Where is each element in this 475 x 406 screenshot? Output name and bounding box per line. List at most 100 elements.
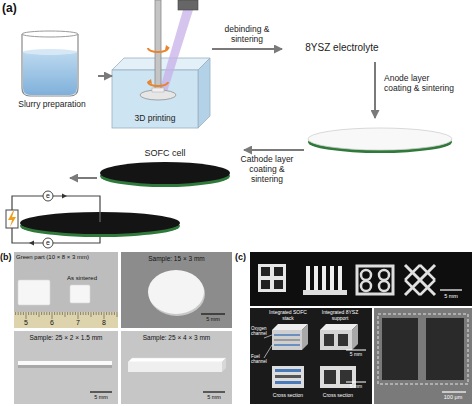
node-text: Fuel channel bbox=[251, 354, 271, 364]
ruler-tick bbox=[75, 312, 76, 315]
electron-mark: e bbox=[43, 192, 53, 200]
photo-panel: Sample: 15 × 3 mm5 mm bbox=[121, 252, 232, 328]
stack-rendering bbox=[346, 382, 366, 383]
printer-illustration bbox=[198, 58, 210, 128]
node-text: 8YSZ electrolyte bbox=[282, 42, 402, 54]
ruler-tick bbox=[85, 312, 86, 315]
node-text: Sample: 25 × 2 × 1.5 mm bbox=[14, 334, 118, 341]
printer-illustration bbox=[165, 45, 170, 50]
ruler-tick bbox=[44, 312, 45, 315]
stack-rendering bbox=[324, 334, 334, 346]
lattice-part bbox=[440, 289, 462, 290]
process-arrow bbox=[374, 62, 376, 118]
photo-background bbox=[14, 331, 118, 404]
node-text: Cross section bbox=[264, 393, 312, 399]
printer-illustration bbox=[112, 0, 210, 128]
ruler-tick bbox=[36, 312, 37, 315]
ruler-tick bbox=[39, 312, 40, 317]
electrolyte-disk bbox=[308, 128, 452, 153]
ruler-tick bbox=[67, 312, 68, 315]
stack-rendering bbox=[324, 370, 336, 384]
ruler-tick bbox=[91, 312, 92, 317]
stack-rendering bbox=[352, 324, 358, 350]
ruler-tick bbox=[28, 312, 29, 315]
node-text: SOFC cell bbox=[135, 148, 195, 158]
printer-illustration bbox=[152, 88, 164, 92]
ruler-tick bbox=[52, 312, 53, 319]
photo-background bbox=[121, 331, 232, 404]
lattice-part bbox=[379, 270, 389, 280]
sem-image bbox=[382, 318, 418, 380]
electron-mark: e bbox=[43, 239, 53, 247]
electron-symbol bbox=[29, 191, 67, 248]
ruler-tick bbox=[109, 312, 110, 315]
ruler-tick bbox=[88, 312, 89, 315]
scale-bar bbox=[203, 391, 225, 392]
panel-letter: (a) bbox=[2, 2, 28, 16]
ruler-tick bbox=[26, 312, 27, 319]
stack-rendering bbox=[338, 334, 348, 346]
node-text: 5 mm bbox=[343, 384, 369, 390]
sample-part bbox=[128, 362, 222, 372]
stack-rendering bbox=[272, 324, 308, 330]
photo-background bbox=[14, 252, 232, 404]
ruler-tick bbox=[62, 312, 63, 315]
process-arrow bbox=[244, 149, 304, 151]
sem-image bbox=[378, 314, 468, 384]
ruler-tick bbox=[18, 312, 19, 315]
node-text: 3D printing bbox=[112, 114, 198, 124]
node-text: 5 mm bbox=[201, 394, 227, 400]
ruler-tick bbox=[59, 312, 60, 315]
process-step: Slurry preparation bbox=[6, 30, 98, 112]
node-text: 5 mm bbox=[199, 316, 227, 322]
electrolyte-disk bbox=[308, 128, 452, 150]
process-step: SOFC cell bbox=[135, 148, 195, 160]
stack-rendering bbox=[274, 339, 300, 341]
stack-rendering bbox=[346, 350, 366, 351]
sample-part bbox=[70, 285, 90, 303]
lattice-part bbox=[379, 281, 389, 291]
load-symbol bbox=[8, 211, 16, 227]
ruler-tick bbox=[104, 312, 105, 319]
ruler-tick bbox=[117, 312, 118, 317]
lattice-part bbox=[420, 265, 435, 280]
sofc-disk bbox=[100, 162, 230, 184]
printer-illustration bbox=[178, 0, 198, 10]
ruler-tick bbox=[41, 312, 42, 315]
ruler-tick bbox=[33, 312, 34, 315]
ruler-tick bbox=[96, 312, 97, 315]
node-text: Slurry preparation bbox=[6, 100, 98, 110]
beaker-illustration bbox=[22, 31, 78, 37]
sem-image bbox=[426, 318, 464, 380]
load-symbol bbox=[6, 210, 18, 228]
node-text: Integrated SOFC stack bbox=[264, 310, 312, 322]
ruler-number: 6 bbox=[46, 319, 58, 327]
dark-background bbox=[250, 308, 372, 404]
ruler bbox=[14, 312, 118, 328]
sample-part bbox=[222, 358, 226, 372]
ruler-tick bbox=[57, 312, 58, 315]
electron-symbol bbox=[29, 241, 34, 246]
step-note: Cathode layer coating & sintering bbox=[236, 155, 298, 184]
lattice-part bbox=[258, 264, 286, 292]
process-step: 8YSZ electrolyte bbox=[282, 40, 402, 58]
lattice-part bbox=[274, 267, 283, 276]
ruler-tick bbox=[101, 312, 102, 315]
lattice-part bbox=[405, 265, 435, 295]
ruler-tick bbox=[65, 312, 66, 317]
ruler-tick bbox=[46, 312, 47, 315]
ruler-tick bbox=[98, 312, 99, 315]
panel-letter: (b) bbox=[0, 252, 16, 262]
node-text: Oxygen channel bbox=[251, 326, 271, 336]
scale-bar bbox=[90, 314, 225, 392]
printer-illustration bbox=[155, 0, 161, 92]
photo-panel: Sample: 25 × 4 × 3 mm5 mm bbox=[121, 331, 232, 404]
stack-rendering bbox=[274, 334, 300, 336]
panel-letter: (c) bbox=[235, 252, 251, 262]
node-text: 5 mm bbox=[343, 352, 369, 358]
lattice-part bbox=[361, 281, 371, 291]
stack-rendering bbox=[275, 375, 301, 378]
electron-symbol bbox=[43, 191, 53, 201]
